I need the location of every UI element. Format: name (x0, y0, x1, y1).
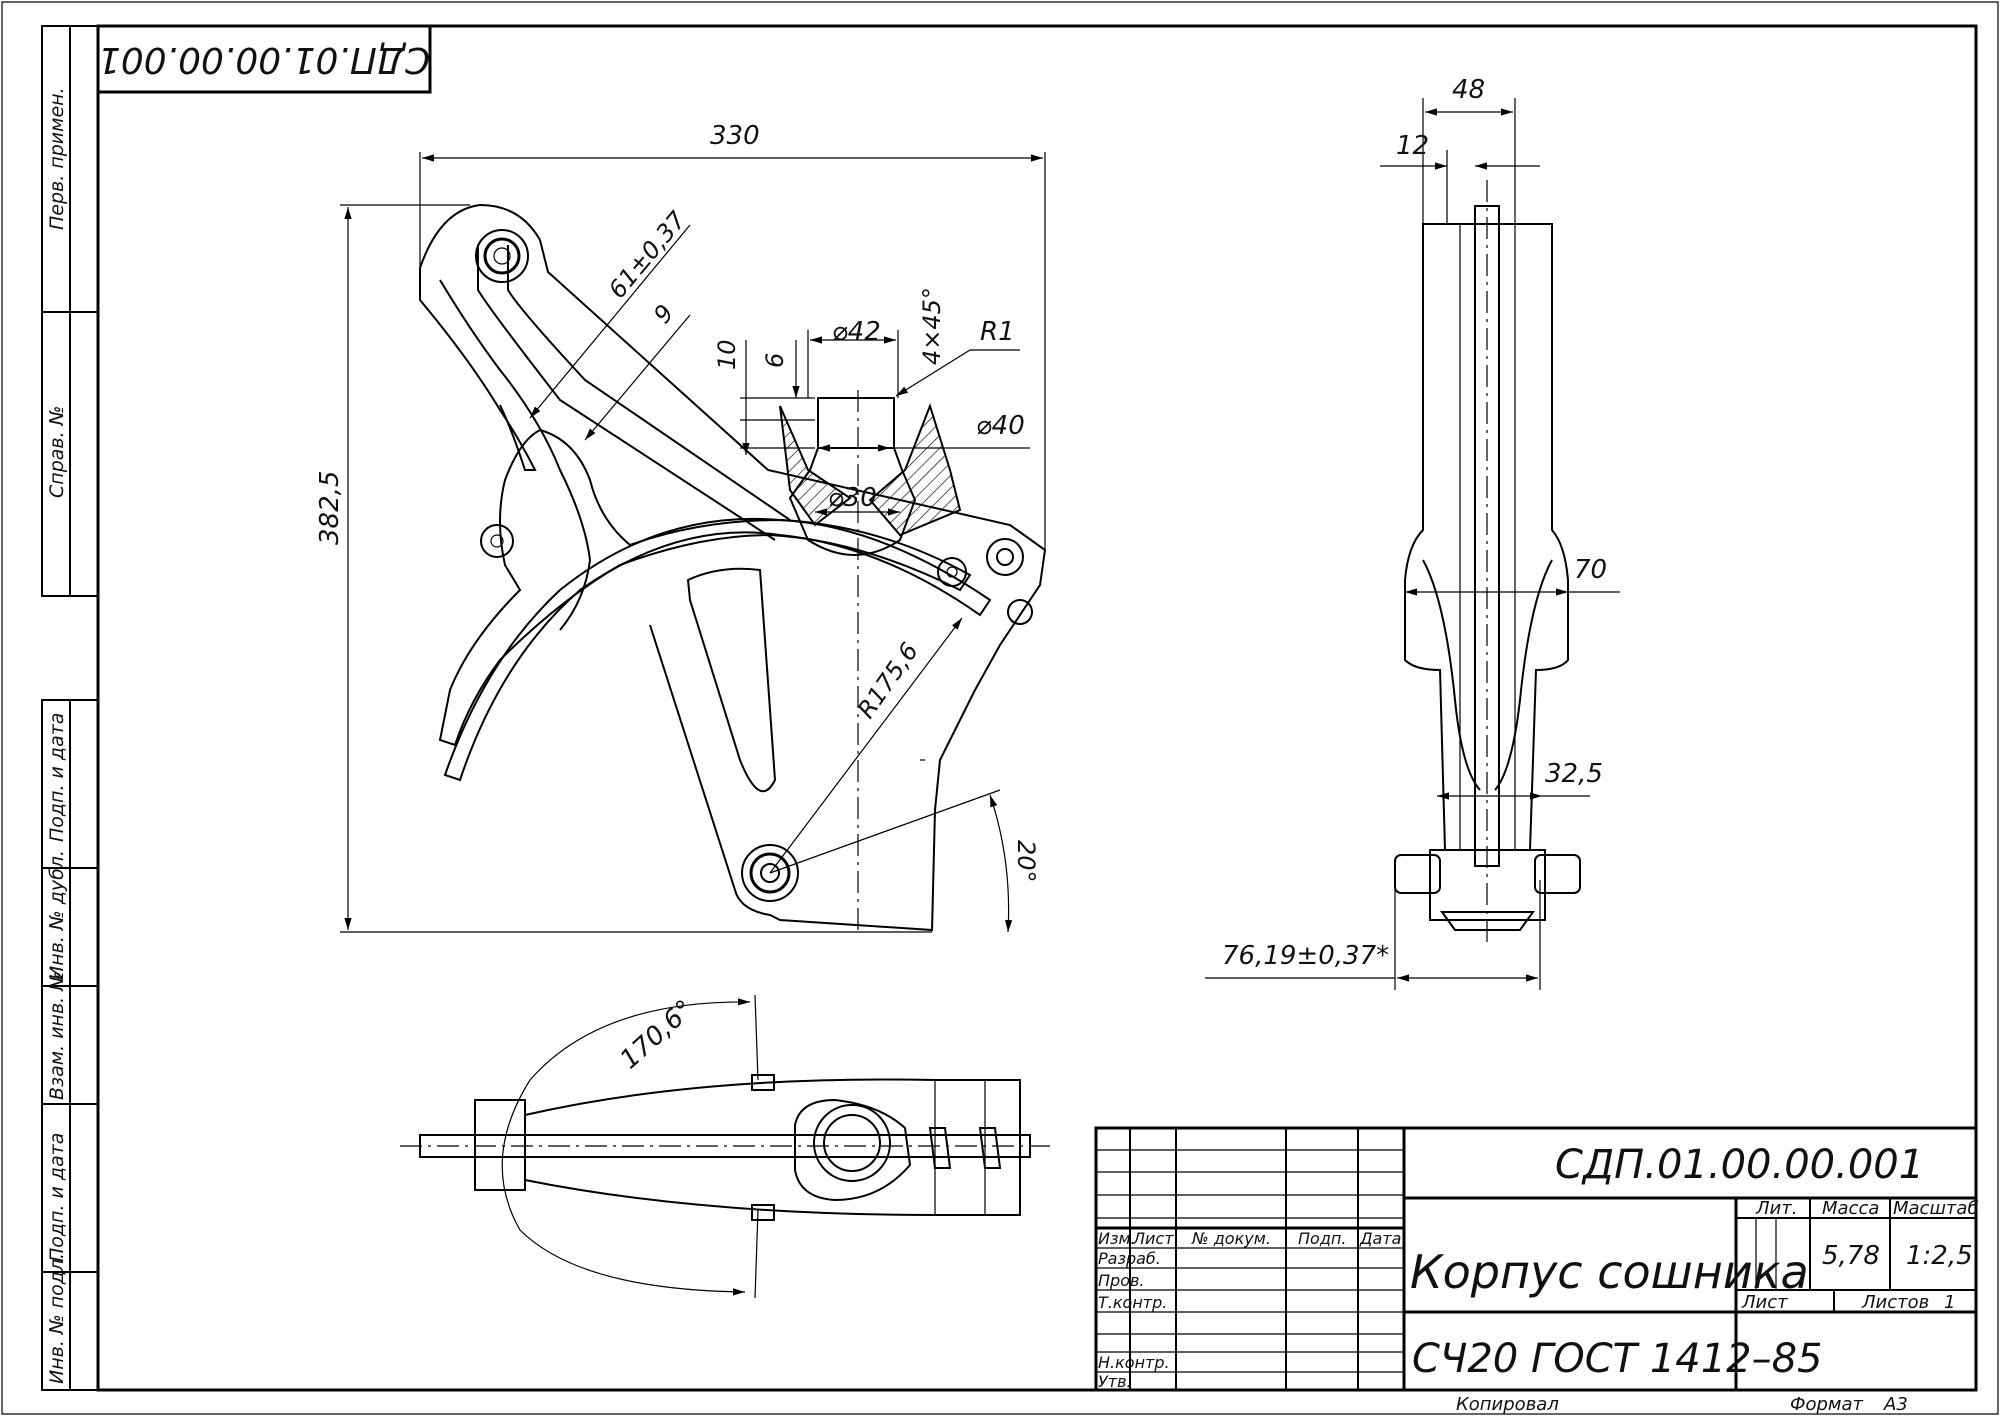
designation-box-top: СДП.01.00.00.001 (96, 24, 432, 94)
title-block: СДП.01.00.00.001 Корпус сошника СЧ20 ГОС… (1094, 1126, 1979, 1392)
podp-data-label-1: Подп. и дата (46, 713, 68, 842)
dim-4x45: 4×45° (918, 287, 946, 365)
lit-label: Лит. (1755, 1198, 1797, 1219)
scale-label: Масштаб (1893, 1198, 1979, 1219)
dim-61: 61±0,37 (603, 206, 692, 304)
dim-10: 10 (713, 339, 741, 370)
sprav-no-label: Справ. № (46, 406, 68, 498)
format-value: А3 (1883, 1394, 1908, 1415)
section-right (868, 402, 962, 537)
dim-6: 6 (761, 353, 789, 368)
row-utv: Утв. (1098, 1372, 1132, 1391)
top-view (400, 1074, 1050, 1221)
dim-76: 76,19±0,37* (1222, 941, 1389, 971)
dim-382: 382,5 (315, 471, 345, 545)
row-tkontr: Т.контр. (1098, 1293, 1167, 1312)
col-date: Дата (1359, 1229, 1401, 1248)
dim-30: ⌀30 (828, 483, 877, 513)
vzam-inv-label: Взам. инв. № (46, 971, 68, 1100)
sheets-label: Листов (1861, 1292, 1929, 1313)
side-view (1394, 180, 1581, 945)
sheet-label: Лист (1741, 1292, 1788, 1313)
mass-value: 5,78 (1822, 1241, 1880, 1271)
dim-32: 32,5 (1545, 759, 1603, 789)
side-strip: Перв. примен. Справ. № Подп. и дата Инв.… (41, 25, 99, 1391)
col-list: Лист (1132, 1229, 1174, 1248)
front-view (419, 203, 1047, 935)
angle-170: 170,6° (615, 994, 700, 1075)
dim-9: 9 (648, 299, 679, 329)
scale-value: 1:2,5 (1906, 1241, 1973, 1271)
radius-r1: R1 (980, 317, 1015, 347)
dim-42: ⌀42 (832, 317, 881, 347)
radius-r175: R175,6 (852, 637, 924, 723)
designation-text: СДП.01.00.00.001 (1555, 1142, 1924, 1188)
dim-70: 70 (1574, 555, 1607, 585)
col-sign: Подп. (1298, 1229, 1346, 1248)
mass-label: Масса (1822, 1198, 1879, 1219)
dim-48: 48 (1452, 75, 1485, 105)
format-label: Формат (1790, 1394, 1864, 1415)
material-text: СЧ20 ГОСТ 1412–85 (1412, 1336, 1823, 1382)
angle-20: 20° (1012, 840, 1040, 883)
inv-podl-label: Инв. № подл. (46, 1253, 68, 1384)
inv-dubl-label: Инв. № дубл. (46, 850, 68, 980)
designation-top-text: СДП.01.00.00.001 (98, 39, 430, 80)
dim-12: 12 (1396, 131, 1429, 161)
row-razrab: Разраб. (1098, 1249, 1161, 1268)
col-izm: Изм. (1098, 1229, 1136, 1248)
part-name: Корпус сошника (1410, 1245, 1809, 1299)
dim-40: ⌀40 (976, 411, 1025, 441)
row-prov: Пров. (1098, 1271, 1145, 1290)
copied-label: Копировал (1456, 1394, 1559, 1415)
perv-primen-label: Перв. примен. (46, 87, 68, 230)
side-dimensions: 48 12 70 32,5 76,19±0,37* (1205, 75, 1620, 990)
dim-330: 330 (710, 121, 760, 151)
row-nkontr: Н.контр. (1098, 1353, 1170, 1372)
sheets-value: 1 (1944, 1292, 1955, 1313)
col-doc: № докум. (1191, 1229, 1271, 1248)
podp-data-label-2: Подп. и дата (46, 1133, 68, 1262)
